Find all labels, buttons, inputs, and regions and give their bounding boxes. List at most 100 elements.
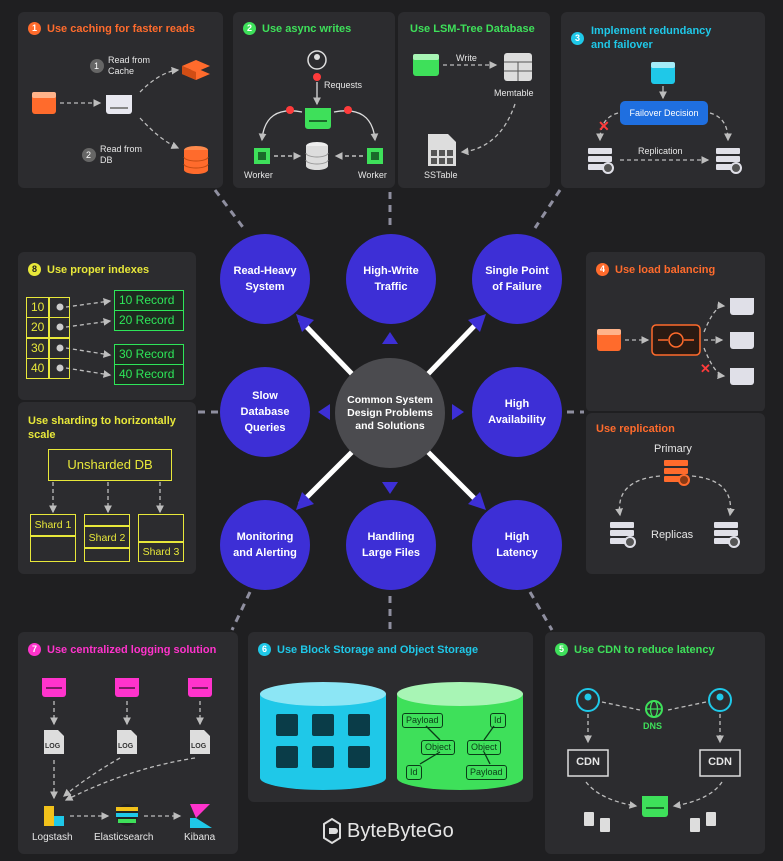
unsharded-db-label: Unsharded DB bbox=[67, 457, 153, 472]
db-step-number: 2 bbox=[86, 150, 92, 160]
log-file-label: LOG bbox=[118, 743, 134, 750]
unsharded-db-box: Unsharded DB bbox=[48, 449, 172, 481]
shard-box: Shard 3 bbox=[138, 514, 184, 562]
cdn-title-text: Use CDN to reduce latency bbox=[574, 644, 715, 656]
lsm-graphics bbox=[413, 53, 532, 166]
object-id-label: Id bbox=[490, 713, 506, 728]
brand-name: ByteByteGo bbox=[347, 820, 454, 842]
center-topic: Common System Design Problems and Soluti… bbox=[335, 358, 445, 468]
hub-monitoring: Monitoring and Alerting bbox=[220, 500, 310, 590]
primary-label: Primary bbox=[654, 443, 692, 455]
shard-label: Shard 1 bbox=[34, 519, 72, 531]
failover-decision-label: Failover Decision bbox=[629, 108, 699, 118]
step-badge: 6 bbox=[258, 643, 271, 656]
sharding-title-line2: scale bbox=[28, 429, 56, 441]
hub-label: High-Write Traffic bbox=[363, 265, 419, 293]
elasticsearch-label: Elasticsearch bbox=[94, 832, 154, 843]
step-badge: 8 bbox=[28, 263, 41, 276]
hub-label: High Latency bbox=[496, 531, 538, 559]
shard-arrows bbox=[49, 482, 164, 514]
step-badge: 1 bbox=[28, 22, 41, 35]
object-storage bbox=[397, 682, 523, 790]
async-title: 2 Use async writes bbox=[243, 22, 351, 36]
step-badge: 5 bbox=[555, 643, 568, 656]
shard-box: Shard 1 bbox=[30, 514, 76, 562]
caching-title: 1 Use caching for faster reads bbox=[28, 22, 195, 36]
replication-title: Use replication bbox=[596, 423, 675, 435]
record-row: 20 Record bbox=[114, 310, 184, 331]
shard-divider bbox=[139, 541, 183, 543]
object-id-label: Id bbox=[406, 765, 422, 780]
object-payload-label: Payload bbox=[466, 765, 507, 780]
step-badge: 7 bbox=[28, 643, 41, 656]
storage-title-text: Use Block Storage and Object Storage bbox=[277, 644, 479, 656]
object-payload-label: Payload bbox=[402, 713, 443, 728]
shard-divider bbox=[85, 525, 129, 527]
sstable-label: SSTable bbox=[424, 170, 458, 180]
record-row: 30 Record bbox=[114, 344, 184, 365]
read-from-cache-label: Read from Cache bbox=[108, 55, 151, 76]
load-balancing-graphics: ✕ bbox=[597, 298, 754, 385]
bytebytego-logo-icon bbox=[323, 817, 341, 845]
panel-sharding bbox=[18, 402, 196, 574]
svg-text:✕: ✕ bbox=[598, 118, 610, 134]
hub-high-latency: High Latency bbox=[472, 500, 562, 590]
step-badge: 2 bbox=[243, 22, 256, 35]
cdn-node-label: CDN bbox=[576, 756, 600, 768]
storage-title: 6 Use Block Storage and Object Storage bbox=[258, 643, 478, 657]
log-file-label: LOG bbox=[191, 743, 207, 750]
replication-graphics bbox=[610, 460, 740, 548]
read-from-db-label: Read from DB bbox=[100, 144, 143, 165]
record-text: 40 Record bbox=[119, 367, 175, 381]
async-title-text: Use async writes bbox=[262, 23, 352, 35]
shard-box: Shard 2 bbox=[84, 514, 130, 562]
logging-title-text: Use centralized logging solution bbox=[47, 644, 217, 656]
hub-label: Single Point of Failure bbox=[485, 265, 549, 293]
record-row: 40 Record bbox=[114, 364, 184, 385]
step-badge: 3 bbox=[571, 32, 584, 45]
svg-text:✕: ✕ bbox=[700, 361, 711, 376]
redundancy-title-line1: Implement redundancy bbox=[591, 25, 712, 37]
shard-label: Shard 3 bbox=[142, 546, 180, 558]
caching-title-text: Use caching for faster reads bbox=[47, 23, 195, 35]
object-label: Object bbox=[421, 740, 456, 755]
left-divider bbox=[18, 400, 196, 402]
write-label: Write bbox=[456, 53, 477, 63]
panel-lsm-tree bbox=[398, 12, 550, 188]
right-divider bbox=[586, 411, 765, 413]
sharding-title: Use sharding to horizontally scale bbox=[28, 414, 176, 442]
hub-label: Read-Heavy System bbox=[233, 265, 297, 293]
center-spokes bbox=[298, 318, 482, 506]
lsm-title: Use LSM-Tree Database bbox=[410, 23, 535, 35]
cdn-graphics bbox=[567, 688, 741, 832]
lsm-divider bbox=[396, 12, 398, 188]
index-column-divider bbox=[48, 297, 50, 379]
hub-slow-db: Slow Database Queries bbox=[220, 367, 310, 457]
cdn-node-label: CDN bbox=[708, 756, 732, 768]
cdn-title: 5 Use CDN to reduce latency bbox=[555, 643, 715, 657]
replicas-label: Replicas bbox=[651, 529, 694, 541]
log-file-label: LOG bbox=[45, 743, 61, 750]
redundancy-graphics: ✕ bbox=[588, 62, 742, 174]
memtable-label: Memtable bbox=[494, 88, 534, 98]
record-row: 10 Record bbox=[114, 290, 184, 311]
async-graphics bbox=[254, 50, 383, 170]
step-badge: 4 bbox=[596, 263, 609, 276]
worker-left-label: Worker bbox=[244, 170, 273, 180]
record-text: 20 Record bbox=[119, 313, 175, 327]
cache-step-number: 1 bbox=[94, 61, 100, 71]
dns-label: DNS bbox=[643, 721, 663, 731]
hub-label: Monitoring and Alerting bbox=[233, 531, 297, 559]
hub-large-files: Handling Large Files bbox=[346, 500, 436, 590]
hub-label: Slow Database Queries bbox=[240, 390, 290, 434]
hub-spof: Single Point of Failure bbox=[472, 234, 562, 324]
block-storage bbox=[260, 682, 386, 790]
record-text: 10 Record bbox=[119, 293, 175, 307]
center-label: Common System Design Problems and Soluti… bbox=[347, 393, 433, 432]
redundancy-title: 3 Implement redundancy and failover bbox=[571, 24, 711, 52]
shard-label: Shard 2 bbox=[88, 532, 126, 544]
replication-arrow-label: Replication bbox=[638, 146, 683, 156]
